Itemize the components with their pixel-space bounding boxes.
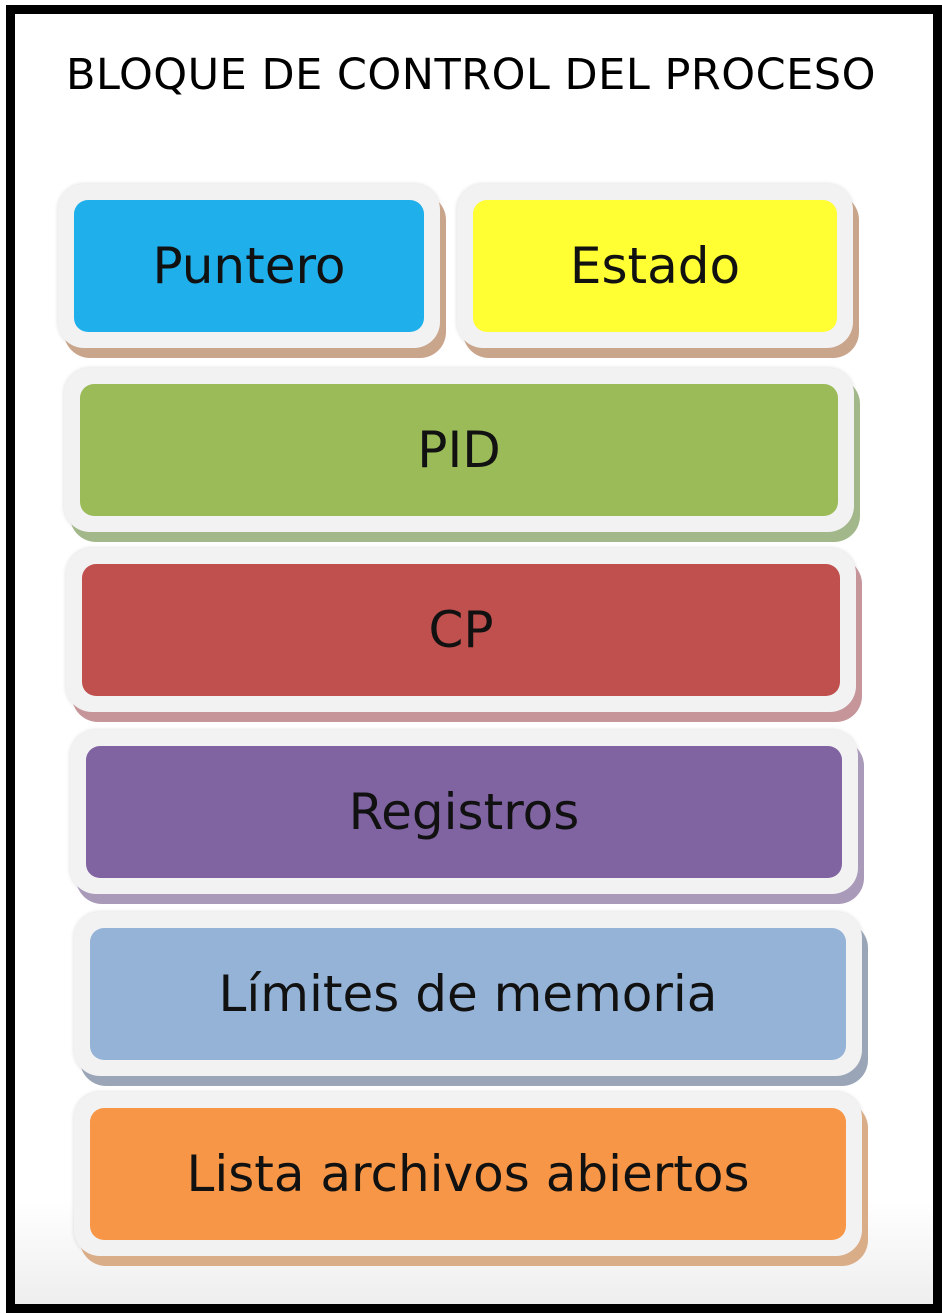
block-registros: Registros <box>70 730 858 894</box>
block-cp-label: CP <box>82 564 840 696</box>
block-puntero: Puntero <box>58 184 440 348</box>
block-registros-label: Registros <box>86 746 842 878</box>
block-limites-de-memoria-label: Límites de memoria <box>90 928 846 1060</box>
block-pid-label: PID <box>80 384 838 516</box>
block-puntero-label: Puntero <box>74 200 424 332</box>
block-limites-de-memoria: Límites de memoria <box>74 912 862 1076</box>
block-pid: PID <box>64 368 854 532</box>
block-estado-label: Estado <box>473 200 837 332</box>
block-cp: CP <box>66 548 856 712</box>
block-estado: Estado <box>457 184 853 348</box>
block-lista-archivos-abiertos-label: Lista archivos abiertos <box>90 1108 846 1240</box>
block-lista-archivos-abiertos: Lista archivos abiertos <box>74 1092 862 1256</box>
diagram-title: BLOQUE DE CONTROL DEL PROCESO <box>66 50 876 100</box>
